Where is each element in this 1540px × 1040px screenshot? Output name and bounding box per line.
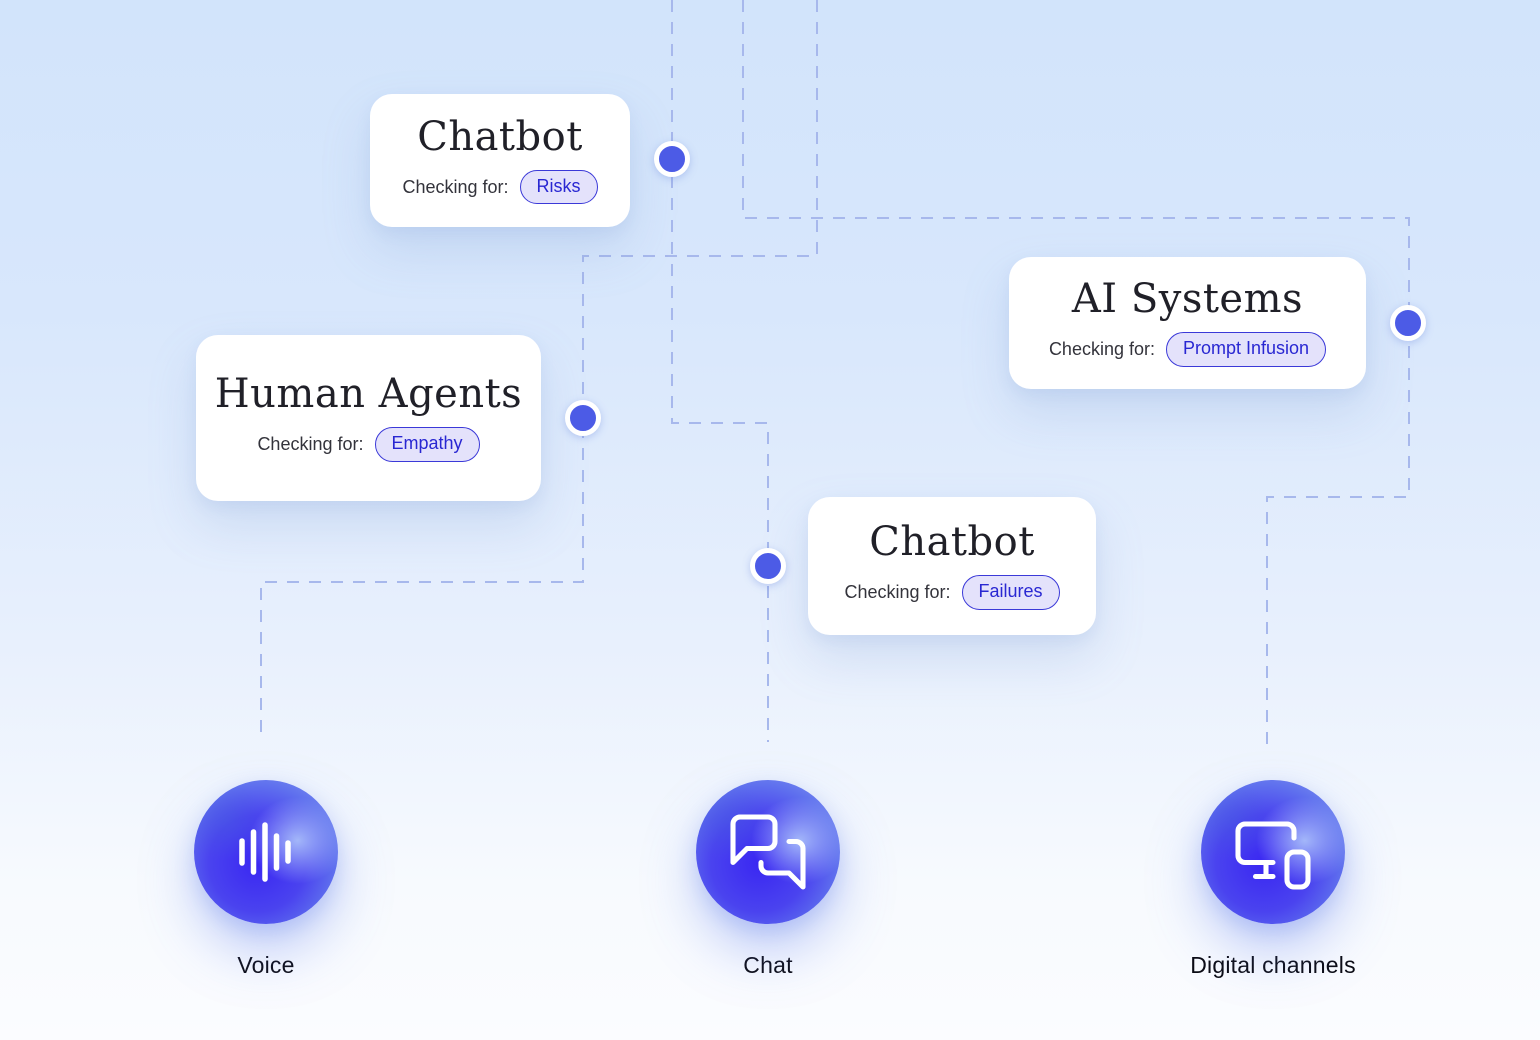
connector-node-dot xyxy=(750,548,786,584)
card-chatbot-failures: Chatbot Checking for: Failures xyxy=(808,497,1096,635)
channel-label: Voice xyxy=(237,952,295,978)
tag-pill: Failures xyxy=(961,575,1060,610)
checking-row: Checking for: Prompt Infusion xyxy=(1048,332,1327,367)
tag-pill: Empathy xyxy=(374,427,480,462)
checking-row: Checking for: Empathy xyxy=(257,427,480,462)
tag-pill: Prompt Infusion xyxy=(1166,332,1327,367)
connector-node-dot xyxy=(1390,305,1426,341)
voice-sphere xyxy=(194,780,338,924)
tag-pill: Risks xyxy=(519,169,598,205)
checking-for-label: Checking for: xyxy=(844,582,951,602)
card-title: Human Agents xyxy=(214,371,523,418)
card-ai-systems: AI Systems Checking for: Prompt Infusion xyxy=(1009,257,1366,389)
checking-for-label: Checking for: xyxy=(257,434,364,454)
channel-chat: Chat xyxy=(658,780,878,979)
channel-digital: Digital channels xyxy=(1163,780,1383,979)
digital-sphere xyxy=(1201,780,1345,924)
checking-for-label: Checking for: xyxy=(402,176,509,197)
channel-label: Digital channels xyxy=(1190,952,1356,978)
voice-waveform-icon xyxy=(239,822,291,882)
card-chatbot-risks: Chatbot Checking for: Risks xyxy=(370,94,630,227)
channel-voice: Voice xyxy=(156,780,376,979)
channel-label: Chat xyxy=(743,952,793,978)
chat-bubbles-icon xyxy=(730,814,806,890)
card-title: Chatbot xyxy=(869,519,1035,566)
chat-sphere xyxy=(696,780,840,924)
checking-for-label: Checking for: xyxy=(1048,339,1155,359)
connector-node-dot xyxy=(565,400,601,436)
checking-row: Checking for: Risks xyxy=(402,169,598,205)
card-title: Chatbot xyxy=(417,113,583,160)
checking-row: Checking for: Failures xyxy=(844,575,1060,610)
monitor-smartphone-icon xyxy=(1235,821,1311,890)
card-title: AI Systems xyxy=(1071,276,1304,323)
connector-node-dot xyxy=(654,141,690,177)
connector-path-chat xyxy=(671,0,769,742)
card-human-agents: Human Agents Checking for: Empathy xyxy=(196,335,541,501)
